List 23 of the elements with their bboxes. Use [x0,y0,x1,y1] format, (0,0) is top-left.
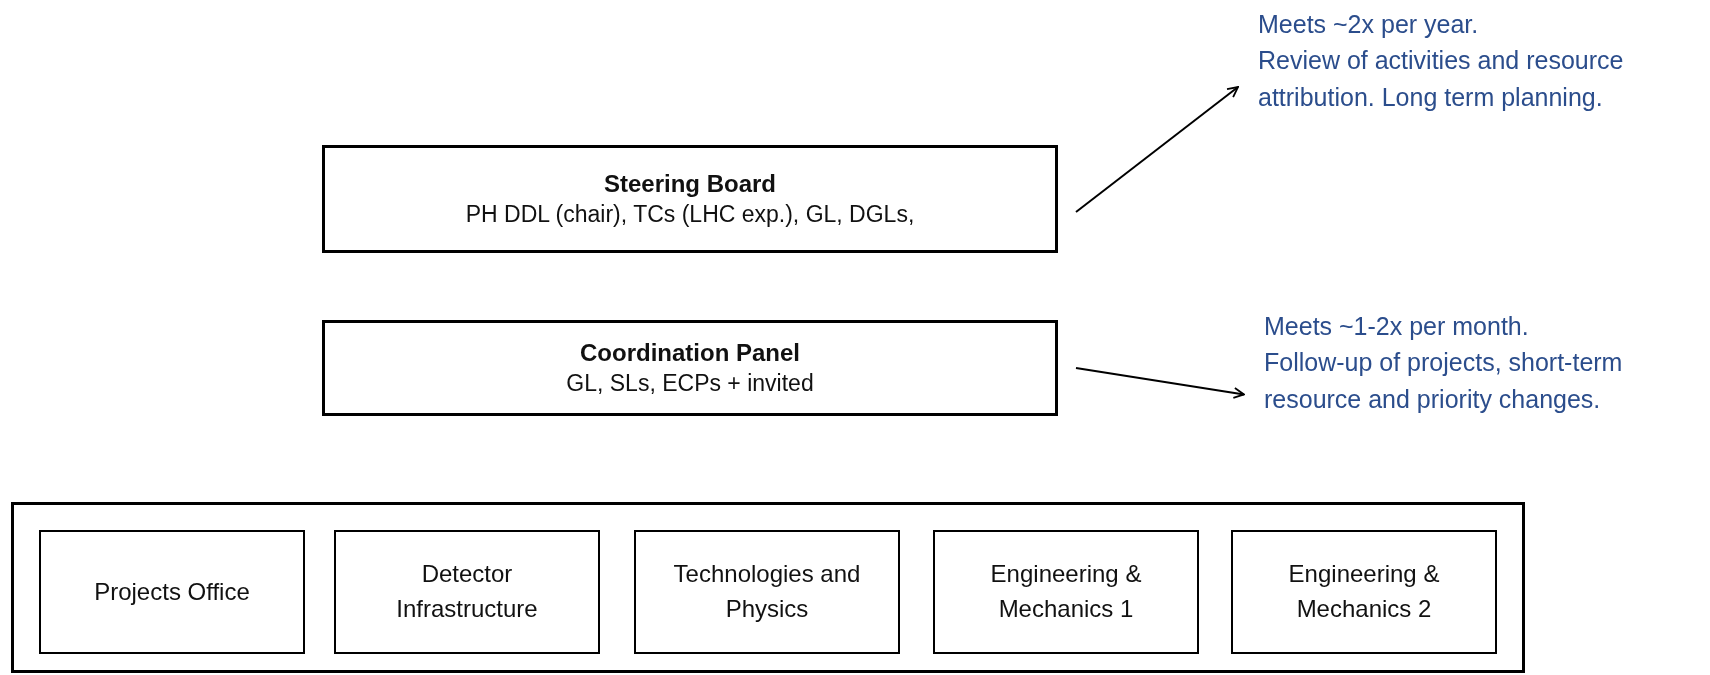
box-heading: Steering Board [604,168,776,199]
note-text: Follow-up of projects, short-term resource and priority changes. [1264,347,1624,415]
note-text: Meets ~1-2x per month. [1264,311,1530,342]
note-text: Review of activities and resource attribution. Long term planning. [1258,45,1625,113]
unit-box [39,530,305,654]
process-box [322,320,1058,416]
member-list: GL, SLs, ECPs + invited [566,368,814,400]
unit-name: Technologies and Physics [672,559,862,624]
unit-box [1231,530,1497,654]
unit-box [933,530,1199,654]
unit-box [634,530,900,654]
arrow [1075,86,1239,213]
member-list: PH DDL (chair), TCs (LHC exp.), GL, DGLs, [465,199,915,231]
note-text: Meets ~2x per year. [1258,9,1480,40]
box-heading: Coordination Panel [580,337,800,368]
unit-box [334,530,600,654]
unit-name: Projects Office [93,576,251,607]
group-box [11,502,1525,673]
unit-name: Engineering & Mechanics 1 [989,559,1143,624]
arrow [1075,367,1245,399]
unit-name: Engineering & Mechanics 2 [1287,559,1441,624]
process-box [322,145,1058,253]
unit-name: Detector Infrastructure [395,559,539,624]
